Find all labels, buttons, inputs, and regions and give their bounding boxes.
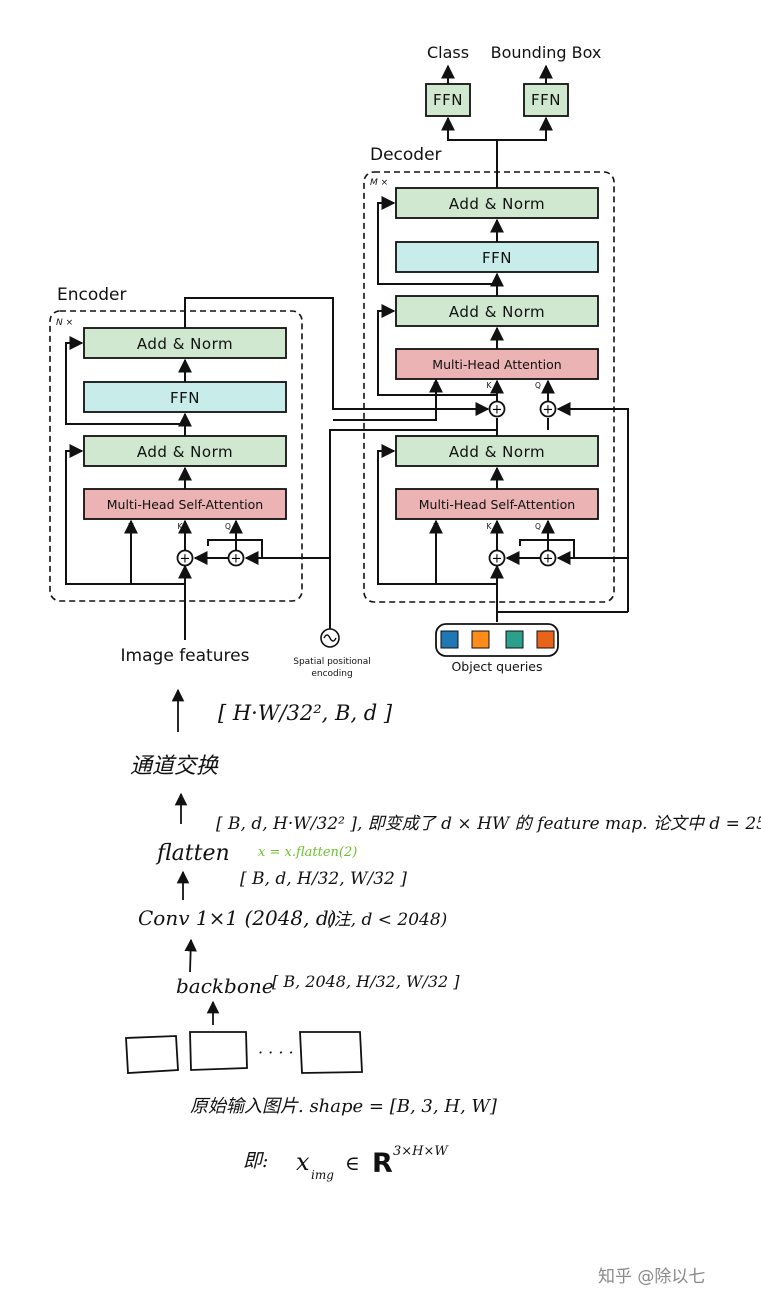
decoder-cross-attention-label: Multi-Head Attention	[432, 357, 561, 372]
encoder-add-norm-top-label: Add & Norm	[137, 335, 233, 353]
decoder-block	[363, 171, 615, 603]
class-ffn-box	[425, 83, 471, 117]
encoder-to-decoder-v	[333, 378, 443, 421]
handwritten-arrows	[171, 688, 220, 1025]
note-flatten: flatten	[155, 841, 230, 866]
object-queries-label: Object queries	[451, 659, 542, 674]
query-pos-to-cross-q	[556, 402, 629, 612]
dec-plus-cross-q	[539, 400, 557, 418]
note-shape-after-backbone: [ B, 2048, H/32, W/32 ]	[272, 972, 460, 991]
note-conv: Conv 1×1 (2048, d)	[138, 906, 336, 930]
encoder-to-decoder-k	[184, 297, 490, 416]
note-input-image: 原始输入图片. shape = [B, 3, H, W]	[190, 1096, 498, 1117]
dec-plus-cross-q-sign: +	[543, 403, 554, 418]
decoder-cross-k: K	[487, 381, 493, 390]
note-backbone: backbone	[176, 974, 274, 998]
dec-residual-ffn	[377, 196, 497, 285]
decoder-ffn	[395, 241, 599, 273]
decoder-add-norm-middle	[395, 295, 599, 327]
decoder-ffn-label: FFN	[482, 249, 512, 267]
object-query-2	[471, 630, 490, 649]
encoder-k: K	[178, 522, 184, 531]
bbox-ffn-box	[523, 83, 569, 117]
formula-set: R	[372, 1148, 393, 1179]
formula-prefix: 即:	[243, 1150, 268, 1172]
encoder-title: Encoder	[57, 285, 127, 305]
decoder-repeat: M ×	[370, 178, 388, 188]
decoder-add-norm-bottom-label: Add & Norm	[449, 443, 545, 461]
note-conv-note: (注, d < 2048)	[327, 910, 447, 930]
positional-encoding-label-2: encoding	[311, 669, 352, 679]
input-image-3	[299, 1031, 363, 1074]
decoder-add-norm-top	[395, 187, 599, 219]
object-query-1	[440, 630, 459, 649]
decoder-add-norm-bottom	[395, 435, 599, 467]
formula-sup: 3×H×W	[393, 1144, 449, 1159]
decoder-cross-v: V	[433, 381, 439, 390]
hand-arrow-4	[184, 938, 197, 973]
note-channel-exchange: 通道交换	[130, 754, 219, 779]
note-shape-after-conv: [ B, d, H/32, W/32 ]	[240, 869, 407, 889]
encoder-add-norm-bottom-label: Add & Norm	[137, 443, 233, 461]
encoder-ffn	[83, 381, 287, 413]
encoder-block	[49, 310, 303, 602]
enc-plus-k-sign: +	[180, 552, 191, 567]
note-ellipsis: · · · ·	[258, 1043, 294, 1062]
decoder-self-attention	[395, 488, 599, 520]
decoder-self-k: K	[487, 522, 493, 531]
encoder-add-norm-top	[83, 327, 287, 359]
positional-encoding-wave	[323, 634, 337, 642]
formula-sub: img	[311, 1168, 334, 1182]
decoder-add-norm-top-label: Add & Norm	[449, 195, 545, 213]
encoder-ffn-label: FFN	[170, 389, 200, 407]
watermark: 知乎 @除以七	[598, 1267, 705, 1287]
class-label: Class	[427, 43, 469, 62]
decoder-to-class-arrow	[441, 116, 498, 188]
object-query-4	[536, 630, 555, 649]
input-image-1	[125, 1035, 179, 1074]
dec-plus-self-q-sign: +	[543, 552, 554, 567]
dec-residual-cross	[377, 304, 497, 396]
decoder-cross-q: Q	[535, 381, 541, 390]
dec-residual-self	[377, 444, 497, 585]
image-features-label: Image features	[121, 646, 250, 666]
encoder-self-attention-label: Multi-Head Self-Attention	[107, 497, 263, 512]
encoder-repeat: N ×	[56, 318, 73, 328]
enc-plus-q-sign: +	[231, 552, 242, 567]
dec-plus-self-k-sign: +	[492, 552, 503, 567]
pos-to-decoder-line	[329, 429, 496, 620]
positional-encoding-label-1: Spatial positional	[293, 657, 371, 667]
decoder-title: Decoder	[370, 145, 442, 165]
class-ffn-label: FFN	[433, 91, 463, 109]
enc-residual-ffn	[65, 336, 185, 425]
dec-plus-cross-k	[488, 400, 506, 418]
note-flatten-code: x = x.flatten(2)	[258, 845, 357, 860]
pos-to-enc-q	[244, 551, 331, 630]
dec-plus-self-q	[539, 549, 557, 567]
encoder-self-attention	[83, 488, 287, 520]
bbox-label: Bounding Box	[491, 43, 602, 62]
dec-q-bypass	[519, 539, 575, 558]
enc-residual-att	[65, 444, 185, 585]
formula-in: ∈	[345, 1151, 360, 1175]
input-images	[125, 1031, 363, 1074]
decoder-add-norm-middle-label: Add & Norm	[449, 303, 545, 321]
decoder-self-q: Q	[535, 522, 541, 531]
input-image-2	[189, 1031, 248, 1071]
dec-plus-cross-k-sign: +	[492, 403, 503, 418]
decoder-self-attention-label: Multi-Head Self-Attention	[419, 497, 575, 512]
enc-q-bypass	[207, 539, 263, 558]
object-query-3	[505, 630, 524, 649]
note-shape-after-flatten: [ B, d, H·W/32² ], 即变成了 d × HW 的 feature…	[216, 814, 761, 834]
encoder-q: Q	[225, 522, 231, 531]
bbox-ffn-label: FFN	[531, 91, 561, 109]
note-shape-after-exchange: [ H·W/32², B, d ]	[218, 701, 393, 725]
formula-x: x	[296, 1148, 310, 1176]
enc-plus-q	[227, 549, 245, 567]
object-queries-container	[435, 623, 559, 657]
decoder-to-bbox-arrow	[497, 116, 553, 141]
formula: 即: x img ∈ R 3×H×W	[243, 1144, 449, 1182]
